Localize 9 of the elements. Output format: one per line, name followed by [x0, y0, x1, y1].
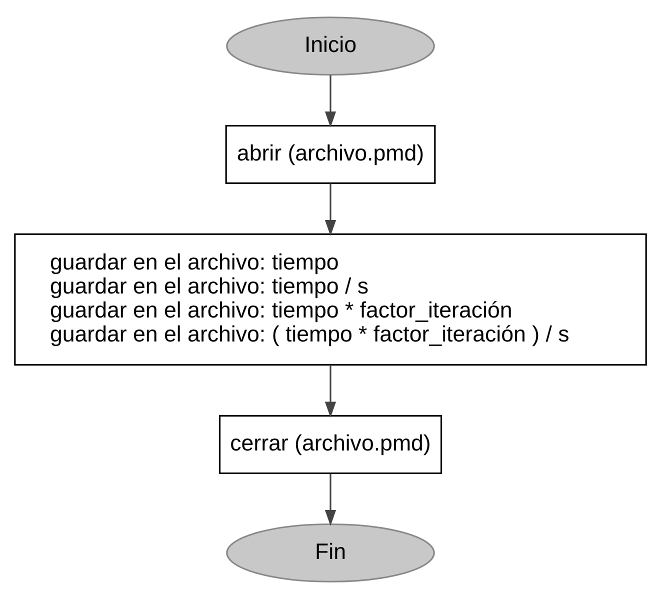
arrow: [324, 183, 336, 236]
node-ellipse: Fin: [226, 523, 435, 582]
node-box: abrir (archivo.pmd): [225, 124, 436, 184]
node-box: cerrar (archivo.pmd): [218, 415, 442, 474]
arrow: [324, 75, 336, 128]
node-box: guardar en el archivo: tiempo guardar en el archivo: tiempo / s guardar en el archivo: tiempo * factor_iteración guardar en el archivo: ( tiempo * factor_iteración ) / s: [14, 233, 647, 366]
node-ellipse: Inicio: [226, 16, 435, 76]
arrow: [324, 364, 336, 418]
arrow: [324, 474, 336, 526]
